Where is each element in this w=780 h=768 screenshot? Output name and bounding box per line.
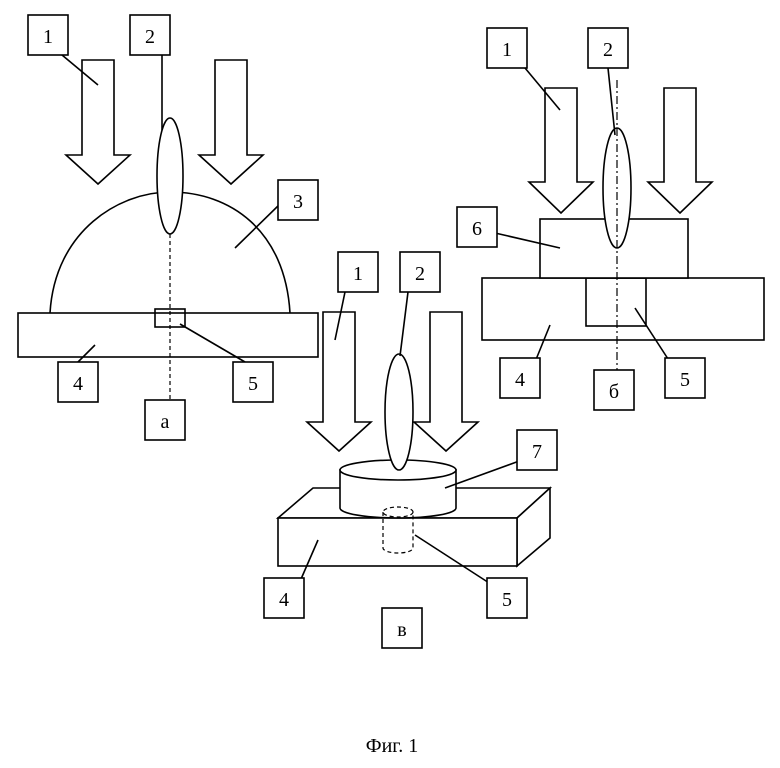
leader-c2 bbox=[400, 292, 408, 356]
arrow-left bbox=[66, 60, 130, 184]
label-c4: 4 bbox=[279, 589, 289, 611]
label-c1: 1 bbox=[353, 263, 363, 285]
base-plate-part-4 bbox=[482, 278, 764, 340]
arrow-left bbox=[529, 88, 593, 213]
lens-part-2 bbox=[385, 354, 413, 470]
base-plate-part-4 bbox=[18, 313, 318, 357]
arrow-right bbox=[414, 312, 478, 451]
lens-part-2 bbox=[157, 118, 183, 234]
arrow-right bbox=[199, 60, 263, 184]
label-b2: 2 bbox=[603, 39, 613, 61]
label-c2: 2 bbox=[415, 263, 425, 285]
leader-b2 bbox=[608, 68, 615, 135]
figure-caption: Фиг. 1 bbox=[366, 735, 418, 757]
label-b-sub: б bbox=[609, 381, 619, 403]
label-b4: 4 bbox=[515, 369, 525, 391]
label-a1: 1 bbox=[43, 26, 53, 48]
diagram-a: 1 2 3 4 5 а bbox=[18, 15, 318, 440]
base-front-face bbox=[278, 518, 517, 566]
label-a2: 2 bbox=[145, 26, 155, 48]
label-a5: 5 bbox=[248, 373, 258, 395]
diagram-b: 1 2 6 4 б 5 bbox=[457, 28, 764, 410]
label-b6: 6 bbox=[472, 218, 482, 240]
label-c-sub: в bbox=[397, 619, 406, 641]
leader-a3 bbox=[235, 204, 280, 248]
label-a-sub: а bbox=[161, 411, 170, 433]
label-c5: 5 bbox=[502, 589, 512, 611]
label-c7: 7 bbox=[532, 441, 542, 463]
label-a4: 4 bbox=[73, 373, 83, 395]
arrow-right bbox=[648, 88, 712, 213]
label-b1: 1 bbox=[502, 39, 512, 61]
label-a3: 3 bbox=[293, 191, 303, 213]
label-b5: 5 bbox=[680, 369, 690, 391]
